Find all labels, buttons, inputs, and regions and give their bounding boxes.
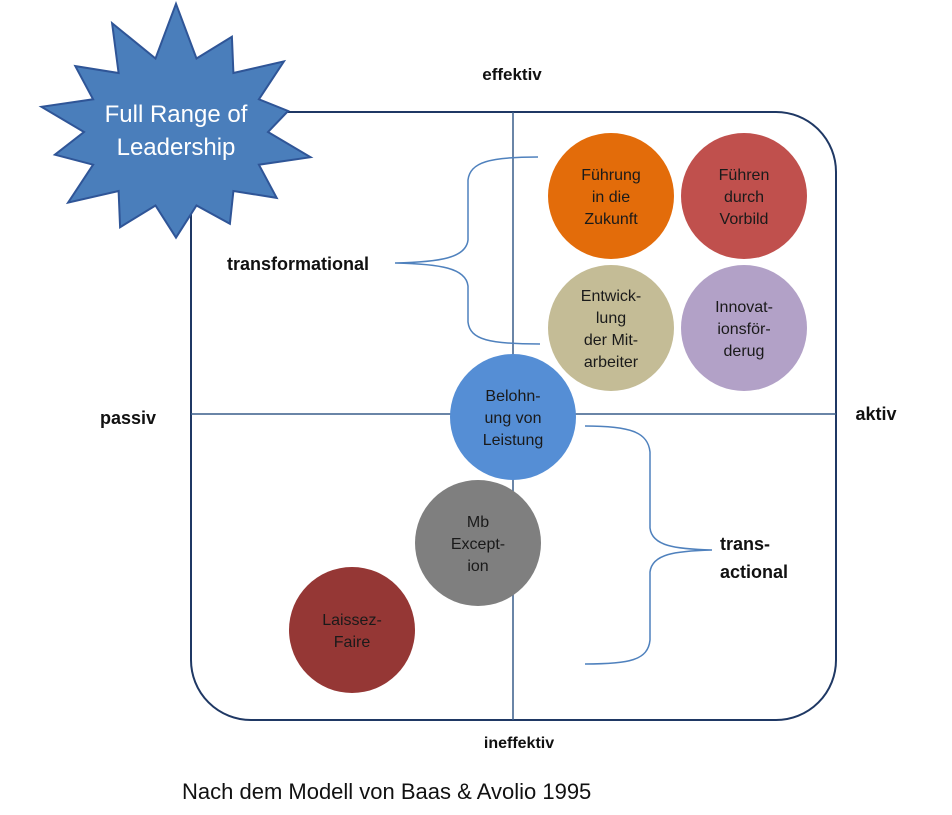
circle-label-fuehren-vorbild-1: durch (724, 189, 764, 206)
style-entwicklung-mitarbeiter: Entwick-lung der Mit-arbeiter (548, 265, 674, 391)
circle-label-innovationsfoerderung-2: derug (724, 343, 765, 360)
circle-label-mb-exception-1: Except- (451, 536, 505, 553)
transformational-bracket (394, 156, 541, 345)
axis-label-top: effektiv (482, 65, 542, 84)
axis-label-bottom: ineffektiv (484, 735, 554, 752)
source-caption: Nach dem Modell von Baas & Avolio 1995 (182, 779, 592, 804)
circle-label-fuehrung-zukunft-2: Zukunft (584, 211, 638, 228)
circle-fuehrung-zukunft (548, 133, 674, 259)
circle-label-fuehren-vorbild-0: Führen (719, 167, 770, 184)
axis-label-right: aktiv (855, 404, 896, 424)
circle-entwicklung-mitarbeiter (548, 265, 674, 391)
group-label-transactional-line2: actional (720, 562, 788, 582)
circle-fuehren-vorbild (681, 133, 807, 259)
circle-label-belohnung-leistung-0: Belohn- (485, 388, 540, 405)
circle-label-belohnung-leistung-2: Leistung (483, 432, 544, 449)
circle-label-laissez-faire-0: Laissez- (322, 612, 382, 629)
circle-label-innovationsfoerderung-1: ionsför- (717, 321, 770, 338)
group-label-transformational: transformational (227, 254, 369, 274)
starburst-icon (38, 0, 314, 240)
circle-label-mb-exception-0: Mb (467, 514, 489, 531)
style-laissez-faire: Laissez- Faire (289, 567, 415, 693)
transactional-bracket (584, 425, 713, 665)
circle-mb-exception (415, 480, 541, 606)
axis-label-left: passiv (100, 408, 156, 428)
circle-belohnung-leistung (450, 354, 576, 480)
circle-label-fuehrung-zukunft-1: in die (592, 189, 630, 206)
circle-label-fuehren-vorbild-2: Vorbild (720, 211, 769, 228)
star-text-line1: Full Range of (105, 101, 248, 128)
circle-laissez-faire (289, 567, 415, 693)
circle-label-innovationsfoerderung-0: Innovat- (715, 299, 773, 316)
circle-label-entwicklung-mitarbeiter-0: Entwick- (581, 288, 641, 305)
style-innovationsfoerderung: Innovat-ionsför-derug (681, 265, 807, 391)
circle-label-entwicklung-mitarbeiter-1: lung (596, 310, 626, 327)
star-text-line2: Leadership (117, 134, 236, 161)
circle-label-entwicklung-mitarbeiter-3: arbeiter (584, 354, 639, 371)
circle-label-fuehrung-zukunft-0: Führung (581, 167, 641, 184)
circle-label-mb-exception-2: ion (467, 558, 488, 575)
circle-label-entwicklung-mitarbeiter-2: der Mit- (584, 332, 638, 349)
circle-innovationsfoerderung (681, 265, 807, 391)
group-label-transactional-line1: trans- (720, 534, 770, 554)
circle-label-laissez-faire-1: Faire (334, 634, 371, 651)
circle-label-belohnung-leistung-1: ung von (485, 410, 542, 427)
full-range-star: Full Range of Leadership (38, 0, 314, 240)
